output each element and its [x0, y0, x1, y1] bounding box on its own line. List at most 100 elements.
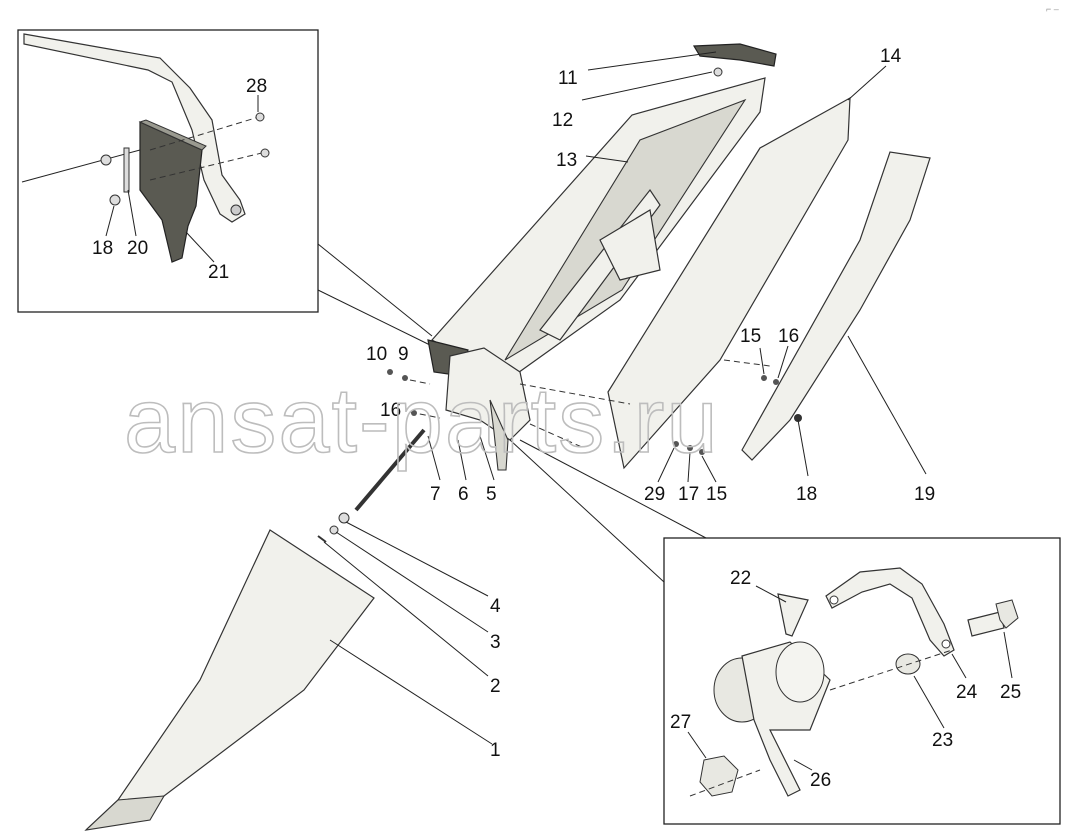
bolt-25-head	[995, 599, 1019, 629]
nut	[100, 154, 112, 166]
axis-line	[829, 649, 953, 691]
nut-27	[699, 755, 739, 797]
frame-13-brace	[599, 209, 661, 281]
callout-20: 20	[127, 238, 148, 259]
callout-25: 25	[1000, 682, 1021, 703]
callout-3: 3	[490, 632, 501, 653]
leader-16	[777, 345, 789, 379]
leader-26	[793, 759, 813, 771]
housing-26-flange	[775, 641, 825, 703]
leader-5	[479, 435, 495, 481]
leader-6	[457, 439, 467, 481]
leader-15	[701, 455, 717, 483]
callout-26: 26	[810, 770, 831, 791]
leader-23	[913, 675, 945, 729]
callout-17: 17	[678, 484, 699, 505]
washer-9	[402, 375, 408, 381]
leader-27	[687, 731, 707, 759]
nut-18	[109, 194, 121, 206]
callout-18: 18	[796, 484, 817, 505]
callout-19: 19	[914, 484, 935, 505]
leader-25	[1003, 631, 1013, 679]
leader-29	[657, 447, 675, 483]
washer-16	[773, 379, 779, 385]
hub-tab	[489, 399, 509, 471]
leader-11	[587, 51, 717, 71]
callout-7: 7	[430, 484, 441, 505]
bolt-25-shank	[967, 611, 1005, 637]
hub-housing	[445, 347, 531, 441]
callout-21: 21	[208, 262, 229, 283]
callout-15: 15	[740, 326, 761, 347]
callout-13: 13	[556, 150, 577, 171]
bolt	[260, 148, 270, 158]
callout-15: 15	[706, 484, 727, 505]
panel-14	[607, 96, 851, 470]
callout-1: 1	[490, 740, 501, 761]
axis-line	[689, 769, 761, 797]
lever-hole	[941, 639, 951, 649]
leader-3	[335, 531, 489, 633]
leader-18	[797, 419, 809, 477]
callout-4: 4	[490, 596, 501, 617]
callout-11: 11	[558, 68, 578, 89]
leader-14	[847, 65, 887, 101]
callout-23: 23	[932, 730, 953, 751]
callout-2: 2	[490, 676, 501, 697]
nut-18	[794, 414, 802, 422]
leader-22	[755, 585, 787, 603]
inset-connector-line	[519, 439, 707, 539]
divider-1-tip	[84, 795, 166, 831]
callout-16: 16	[380, 400, 401, 421]
leader-21	[185, 231, 215, 263]
callout-29: 29	[644, 484, 665, 505]
axis-line	[409, 379, 431, 385]
panel-19	[741, 151, 931, 461]
callout-14: 14	[880, 46, 902, 67]
pin-22	[777, 593, 809, 637]
bracket-arm	[23, 33, 246, 223]
inset-top-left: 28 18 20 21	[17, 29, 433, 347]
bolt-10	[387, 369, 393, 375]
pin-2	[317, 535, 327, 543]
bracket-hole	[230, 204, 242, 216]
plate-21	[139, 121, 203, 263]
leader-2	[323, 541, 489, 677]
leader-18	[105, 205, 115, 237]
axis-line	[723, 359, 771, 367]
axis-line	[519, 383, 631, 405]
lever-hole	[829, 595, 839, 605]
callout-18: 18	[92, 238, 113, 259]
callout-10: 10	[366, 344, 387, 365]
spacer-20	[123, 147, 130, 193]
callout-24: 24	[956, 682, 978, 703]
inset-connector-line	[317, 243, 433, 337]
divider-1	[85, 529, 375, 831]
leader-17	[687, 451, 691, 483]
washer-29	[673, 441, 679, 447]
callout-16: 16	[778, 326, 799, 347]
leader-12	[581, 71, 713, 101]
leader-13	[585, 155, 629, 163]
leader-15	[759, 347, 765, 375]
bolt-28	[255, 112, 265, 122]
leader-19	[847, 335, 927, 475]
washer-16	[411, 410, 417, 416]
inset-connector-line	[509, 439, 665, 583]
bolt-15	[699, 449, 705, 455]
pin-12	[713, 67, 723, 77]
pin-17	[687, 445, 693, 451]
callout-9: 9	[398, 344, 409, 365]
callout-6: 6	[458, 484, 469, 505]
inset-bottom-right: 22 23 24 25 26 27	[663, 537, 1061, 825]
leader-1	[329, 639, 493, 745]
callout-5: 5	[486, 484, 497, 505]
leader-24	[951, 653, 967, 679]
main-assembly: 11 12 13 14 10 9 16 15 16 7 6 5 29 17 15…	[84, 43, 935, 831]
corner-mark: ⌐ –	[1046, 4, 1059, 14]
washer-15	[761, 375, 767, 381]
callout-27: 27	[670, 712, 691, 733]
watermark-text: ansat-parts.ru	[124, 370, 720, 472]
callout-28: 28	[246, 76, 267, 97]
